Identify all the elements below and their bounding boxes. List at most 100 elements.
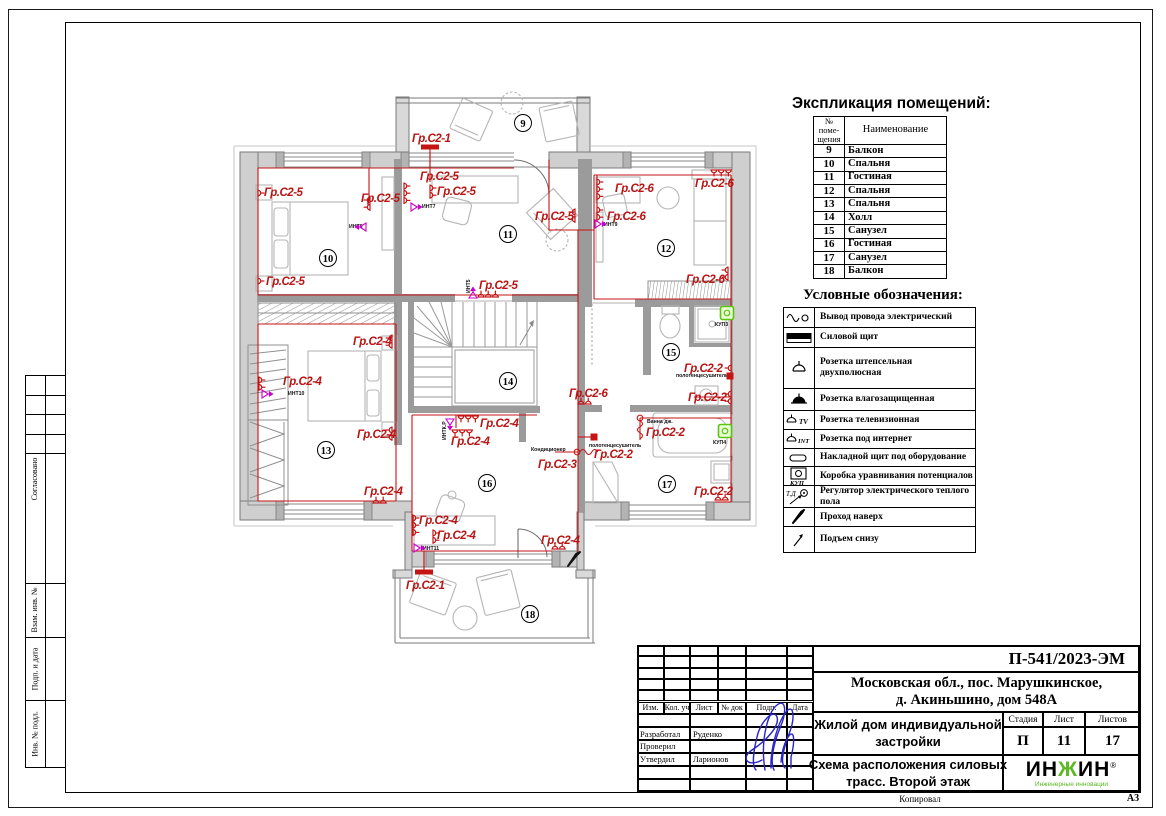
- tb-col-header-ndoc: № док: [718, 701, 746, 714]
- bath-outlet: [636, 414, 644, 440]
- group-label: Гр.С2-2: [594, 449, 634, 461]
- tb-date-cell: [787, 740, 813, 753]
- socket-symbol: [429, 183, 437, 200]
- legend-label: Розетка телевизионная: [820, 414, 920, 425]
- wiring: [257, 152, 732, 570]
- kup-box: [717, 423, 733, 439]
- wire-outlet-icon: [784, 308, 815, 327]
- legend-label: Накладной щит под оборудование: [820, 452, 967, 463]
- group-label: Гр.С2-1: [412, 133, 451, 145]
- copied-by-label: Копировал: [899, 794, 941, 804]
- tb-sign-cell: [746, 766, 787, 779]
- group-label: Гр.С2-4: [364, 486, 404, 498]
- tb-change-cell: [718, 678, 746, 691]
- kup-box: [719, 305, 735, 321]
- tb-object-cell: Жилой дом индивидуальной застройки: [813, 712, 1003, 755]
- inzhin-logo: ИНЖИН®: [1025, 758, 1118, 781]
- tb-col-header-data: Дата: [787, 701, 813, 714]
- room-number-cell: 18: [813, 264, 845, 279]
- tb-change-cell: [690, 690, 718, 702]
- group-label: Гр.С2-5: [437, 186, 477, 198]
- legend-label: Коробка уравнивания потенциалов: [820, 470, 973, 481]
- tb-date-cell: [787, 727, 813, 740]
- tb-name-cell: [690, 740, 746, 753]
- svg-text:TV: TV: [799, 418, 809, 426]
- tb-name-cell: Ларионов: [690, 752, 746, 766]
- tb-sign-cell: [746, 740, 787, 753]
- furniture: [255, 91, 733, 631]
- floor-heating-regulator: [726, 372, 734, 380]
- tb-sheet-header: Лист: [1043, 712, 1085, 727]
- tb-change-cell: [787, 656, 813, 668]
- room-number-17: 17: [658, 475, 676, 493]
- tb-change-cell: [787, 678, 813, 691]
- tb-change-cell: [690, 656, 718, 668]
- legend-row: Розетка влагозащищенная: [784, 389, 975, 411]
- tb-object-line1: Жилой дом индивидуальной: [814, 716, 1002, 732]
- walls: [233, 96, 757, 644]
- group-label: Гр.С2-6: [695, 178, 735, 190]
- tb-sheet-value: 11: [1043, 727, 1085, 755]
- group-label: Гр.С2-5: [535, 211, 575, 223]
- socket-symbol: [596, 205, 605, 222]
- stairs: [413, 301, 538, 407]
- explication-row: 9 Балкон: [813, 143, 947, 159]
- tb-change-cell: [664, 678, 690, 691]
- group-label: Гр.С2-4: [480, 418, 520, 430]
- tiny-label: ИНТ9: [604, 222, 618, 228]
- tb-address-line1: Московская обл., пос. Марушкинское,: [850, 674, 1103, 691]
- tb-stage-header: Стадия: [1003, 712, 1043, 727]
- group-label: Гр.С2-4: [451, 436, 491, 448]
- legend-label: Проход наверх: [820, 511, 883, 522]
- room-number-18: 18: [521, 605, 539, 623]
- tiny-label: полотенцесушитель: [589, 443, 641, 449]
- wardrobes: [247, 280, 733, 506]
- tiny-label: Кондиционер: [531, 447, 566, 453]
- tb-sign-cell: [746, 779, 787, 793]
- legend-row: Подъем снизу: [784, 527, 975, 553]
- room-number-12: 12: [657, 239, 675, 257]
- tb-change-cell: [718, 690, 746, 702]
- legend-row: Т.Д Регулятор электрического теплого пол…: [784, 486, 975, 508]
- kup-icon: КУП: [784, 466, 815, 486]
- tb-outer-border: [637, 645, 1140, 792]
- legend-label: Силовой щит: [820, 332, 879, 343]
- tb-change-cell: [718, 667, 746, 679]
- tb-change-cell: [690, 678, 718, 691]
- tb-sheetname-line1: Схема расположения силовых: [808, 756, 1008, 772]
- balcony18-feed: [415, 551, 433, 575]
- legend-row: Силовой щит: [784, 328, 975, 348]
- socket-symbol: [450, 429, 474, 437]
- tb-col-header-podp: Подп.: [746, 701, 787, 714]
- tb-change-cell: [664, 667, 690, 679]
- svg-text:16: 16: [482, 479, 493, 490]
- tb-name-cell: Руденко: [690, 727, 746, 740]
- tiny-label: КУП3: [715, 322, 728, 328]
- explication-row: 18 Балкон: [813, 264, 947, 279]
- svg-text:15: 15: [666, 348, 677, 359]
- tb-date-cell: [787, 713, 813, 727]
- tb-change-cell: [746, 667, 787, 679]
- group-label: Гр.С2-2: [694, 486, 734, 498]
- group-label: Гр.С2-6: [686, 274, 726, 286]
- group-label: Гр.С2-4: [283, 376, 323, 388]
- tb-change-cell: [718, 656, 746, 668]
- tb-change-cell: [787, 690, 813, 702]
- tb-date-cell: [787, 779, 813, 793]
- interior-walls: [258, 159, 732, 512]
- tb-change-cell: [746, 678, 787, 691]
- tb-change-cell: [690, 667, 718, 679]
- legend-row: Розетка штепсельная двухполюсная: [784, 348, 975, 389]
- room-number-13: 13: [317, 441, 335, 459]
- tb-name-cell: [690, 766, 746, 779]
- tb-col-header-list: Лист: [690, 701, 718, 714]
- legend-title: Условные обозначения:: [803, 287, 963, 303]
- tb-sheetname-line2: трасс. Второй этаж: [846, 773, 970, 789]
- tb-address-cell: Московская обл., пос. Марушкинское, д. А…: [813, 672, 1140, 712]
- surface-board-icon: [784, 449, 815, 466]
- power-board-icon: [784, 328, 815, 347]
- floor-reg-icon: Т.Д: [784, 486, 815, 507]
- explication-row: 13 Спальня: [813, 197, 947, 212]
- group-label: Гр.С2-2: [688, 392, 728, 404]
